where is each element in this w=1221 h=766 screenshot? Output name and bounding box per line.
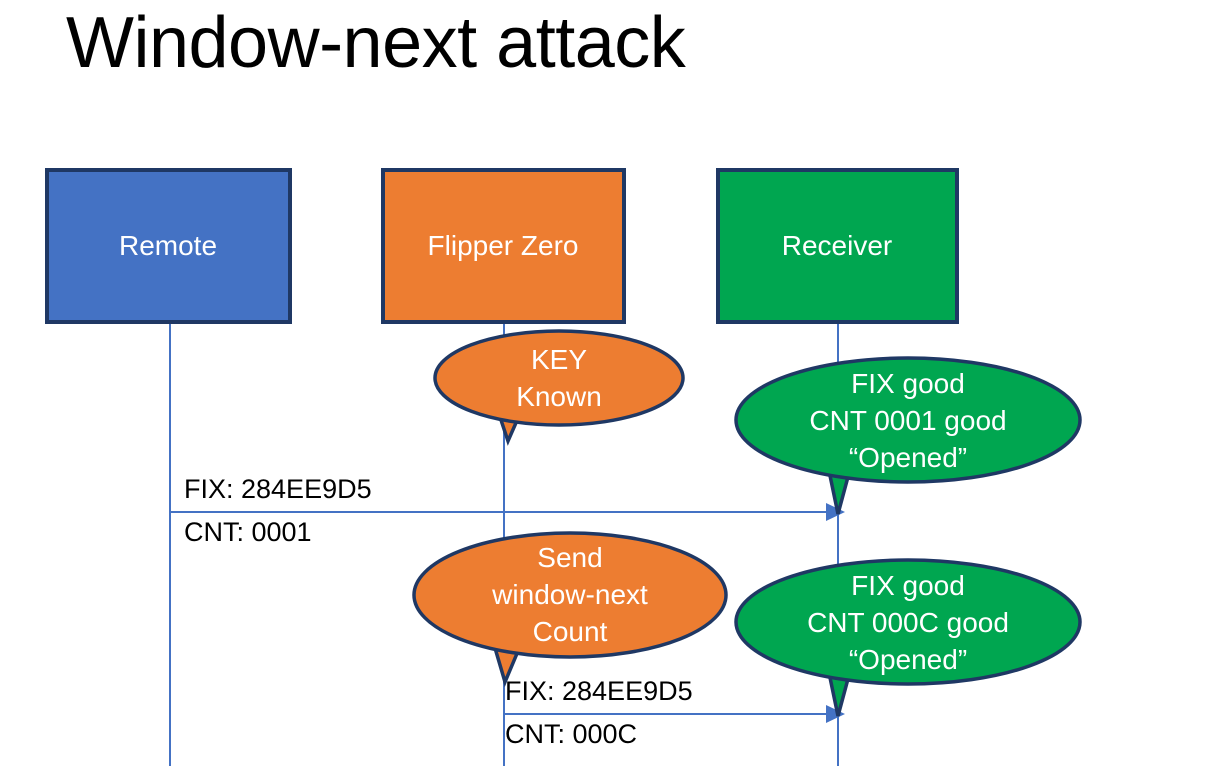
callout-body-receiver-ok-000c <box>734 558 1082 686</box>
actor-label-receiver: Receiver <box>781 230 893 261</box>
callout-text-receiver-ok-0001: FIX good CNT 0001 good “Opened” <box>809 365 1006 477</box>
message-arrowhead-1 <box>826 503 845 521</box>
callout-line: Send <box>537 542 603 574</box>
callout-text-key-known: KEY Known <box>516 341 602 415</box>
actor-label-flipper: Flipper Zero <box>427 230 579 261</box>
message-label-cnt-1: CNT: 0001 <box>184 517 312 547</box>
callout-key-known[interactable] <box>433 329 685 446</box>
callout-line: CNT 000C good <box>807 607 1009 639</box>
message-label-fix-2: FIX: 284EE9D5 <box>505 676 693 706</box>
callout-line: FIX good <box>851 368 965 400</box>
callout-line: CNT 0001 good <box>809 405 1007 437</box>
callout-line: window-next <box>492 579 648 611</box>
callout-body-key-known <box>433 329 685 427</box>
message-label-cnt-2: CNT: 000C <box>505 719 638 749</box>
actor-box-remote[interactable] <box>45 168 292 324</box>
callout-body-send-window-next <box>412 531 728 659</box>
actor-label-remote: Remote <box>118 230 218 261</box>
callout-send-window-next[interactable] <box>412 531 728 688</box>
actor-box-receiver[interactable] <box>716 168 959 324</box>
callout-line: KEY <box>530 343 588 375</box>
actor-box-flipper[interactable] <box>381 168 626 324</box>
callout-body-receiver-ok-0001 <box>734 356 1082 484</box>
page-title: Window-next attack <box>66 3 686 83</box>
callout-receiver-ok-000c[interactable] <box>734 558 1082 717</box>
message-arrowhead-2 <box>826 705 845 723</box>
callout-text-send-window-next: Send window-next Count <box>492 539 648 651</box>
callout-line: Count <box>532 616 608 648</box>
callout-receiver-ok-0001[interactable] <box>734 356 1082 515</box>
callout-text-receiver-ok-000c: FIX good CNT 000C good “Opened” <box>807 567 1009 679</box>
callout-line: FIX good <box>851 570 965 602</box>
message-label-fix-1: FIX: 284EE9D5 <box>184 474 372 504</box>
callout-line: “Opened” <box>848 442 968 474</box>
callout-line: “Opened” <box>848 644 968 676</box>
callout-line: Known <box>516 381 602 412</box>
